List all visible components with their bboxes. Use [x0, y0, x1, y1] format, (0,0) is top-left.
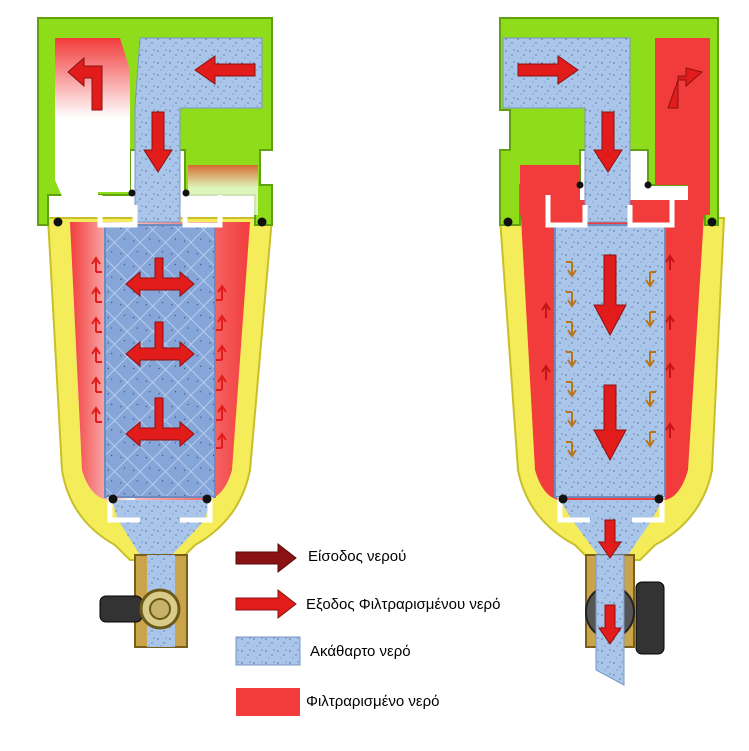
legend-dirty-label: Ακάθαρτο νερό — [310, 643, 411, 660]
right-valve-handle — [635, 581, 665, 655]
left-bottom-channel — [112, 500, 210, 555]
legend — [235, 542, 301, 716]
right-filter — [498, 17, 726, 686]
right-small-arrows — [541, 254, 675, 458]
legend-inlet-label: Είσοδος νερού — [308, 548, 407, 565]
left-flow-arrows — [125, 55, 256, 448]
right-outlet-arrow — [667, 67, 704, 109]
right-outlet-channel — [655, 38, 710, 215]
legend-filtered-label: Φιλτραρισμένο νερό — [306, 693, 440, 710]
left-inlet-channel — [134, 37, 263, 223]
left-outlet-arrow — [67, 56, 103, 111]
left-filter — [37, 17, 274, 648]
legend-dirty-swatch — [235, 636, 301, 666]
legend-filtered-swatch — [236, 688, 300, 716]
legend-inlet-arrow — [235, 542, 297, 574]
left-valve-handle — [99, 595, 143, 623]
right-flow-arrows — [517, 55, 627, 645]
left-small-arrows — [91, 256, 227, 449]
legend-outlet-label: Εξοδος Φιλτραρισμένου νερό — [306, 596, 501, 613]
legend-outlet-arrow — [235, 588, 297, 620]
left-outlet-channel — [55, 38, 130, 215]
